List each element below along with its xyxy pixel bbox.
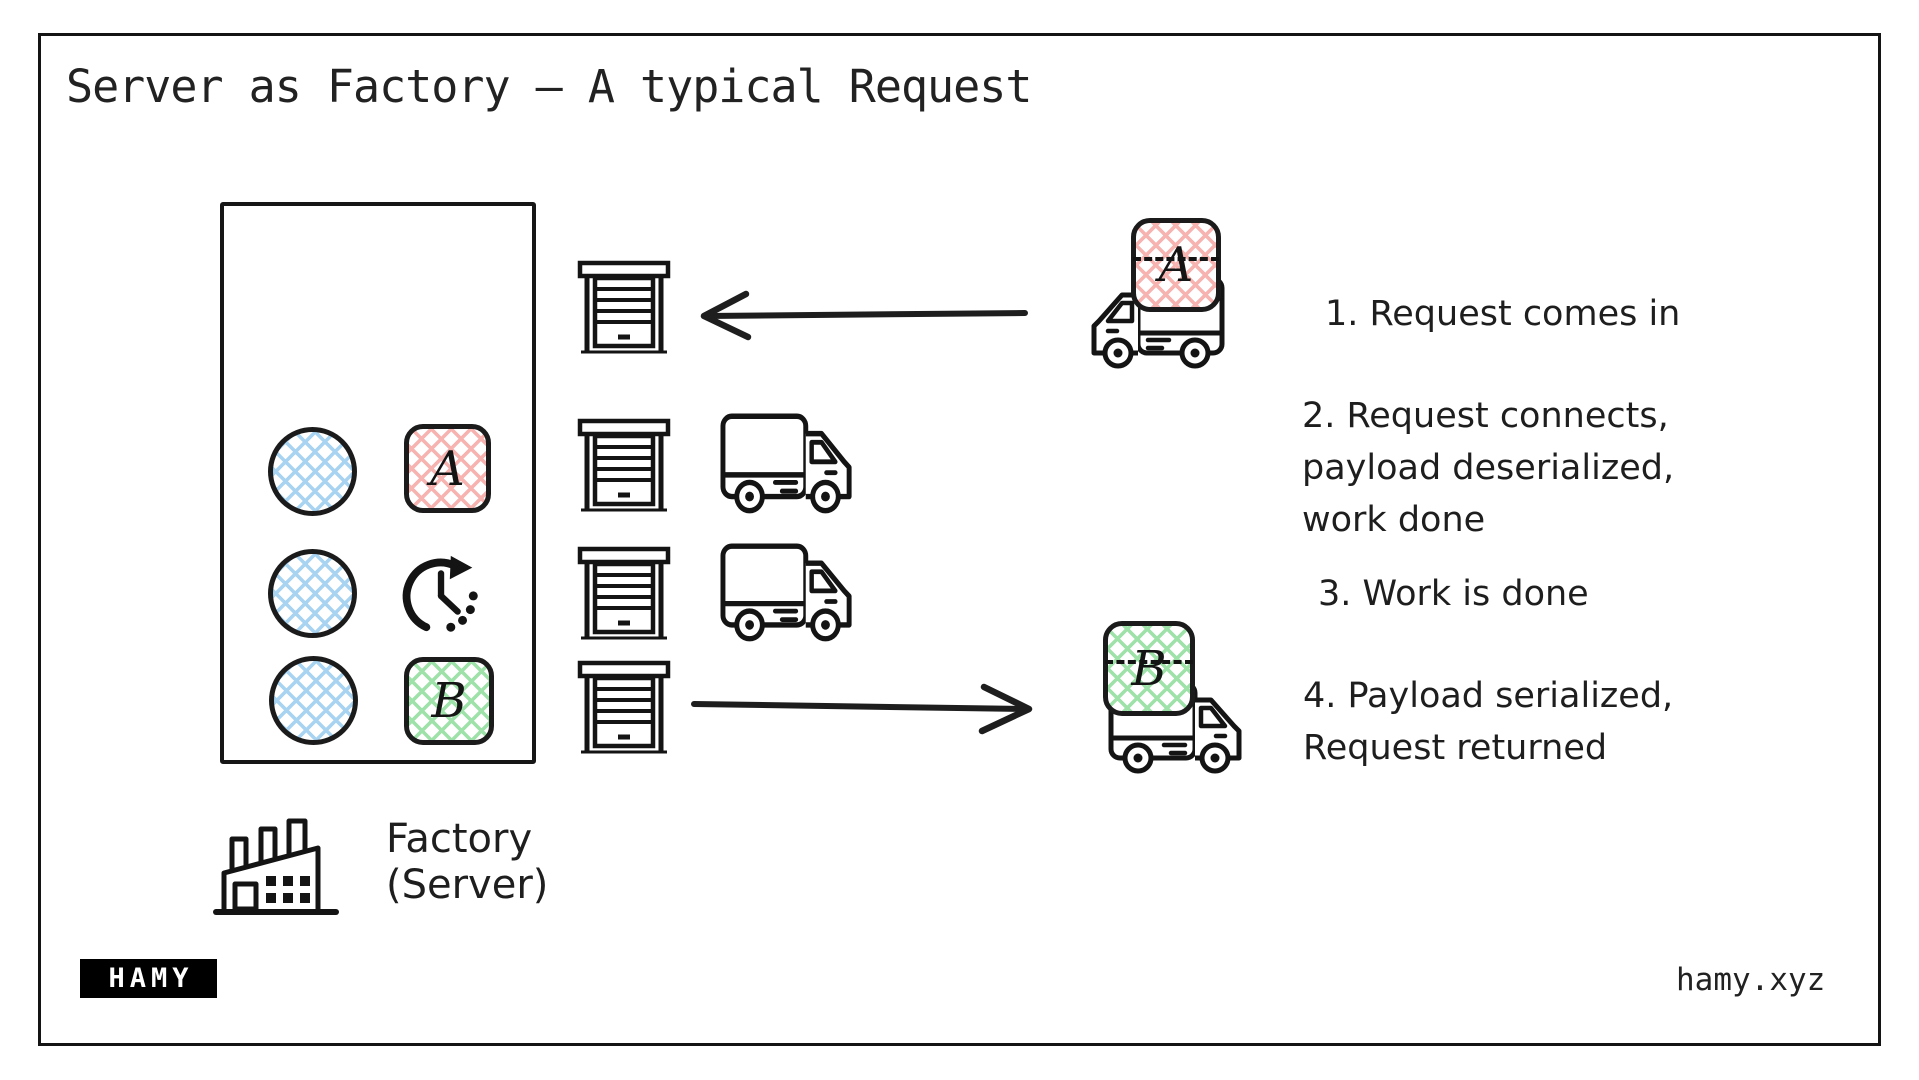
package-b-on-truck: B	[1103, 621, 1195, 716]
step-4-annotation: 4. Payload serialized, Request returned	[1303, 670, 1673, 774]
step-3-annotation: 3. Work is done	[1318, 568, 1589, 620]
dock-door-icon-2	[577, 418, 671, 512]
step-3-line-1: 3. Work is done	[1318, 574, 1589, 614]
hamy-logo-text: HAMY	[108, 963, 194, 994]
step-2-line-2: payload deserialized,	[1302, 448, 1675, 488]
step-1-line-1: 1. Request comes in	[1325, 294, 1681, 334]
page-title: Server as Factory – A typical Request	[66, 60, 1032, 113]
factory-label: Factory (Server)	[386, 816, 548, 908]
package-b-label: B	[431, 673, 467, 729]
step-4-line-1: 4. Payload serialized,	[1303, 676, 1674, 716]
incoming-arrow	[700, 290, 1028, 341]
package-a-in-factory: A	[404, 424, 491, 513]
step-2-line-1: 2. Request connects,	[1302, 396, 1669, 436]
step-2-line-3: work done	[1302, 500, 1486, 540]
truck-bed-dashed-line	[1133, 256, 1219, 261]
dock-door-icon-4	[577, 660, 671, 754]
site-url: hamy.xyz	[1676, 962, 1826, 998]
package-b-in-factory: B	[404, 657, 494, 745]
truck-bed-dashed-line	[1105, 660, 1193, 664]
package-a-truck-label: A	[1158, 237, 1194, 293]
worker-circle-2	[268, 549, 357, 638]
step-1-annotation: 1. Request comes in	[1325, 288, 1680, 340]
truck-icon-dock2	[720, 413, 852, 514]
outgoing-arrow	[691, 683, 1033, 735]
dock-door-icon-3	[577, 546, 671, 640]
processing-clock-icon	[402, 555, 478, 632]
worker-circle-3	[269, 656, 358, 745]
request-truck-a: A	[1083, 210, 1243, 370]
dock-door-icon-1	[577, 260, 671, 354]
hamy-logo: HAMY	[80, 959, 217, 998]
response-truck-b: B	[1098, 615, 1258, 775]
worker-circle-1	[268, 427, 357, 516]
factory-label-line-1: Factory	[386, 816, 533, 862]
package-a-label: A	[430, 440, 465, 497]
factory-icon	[213, 818, 339, 915]
truck-icon-dock3	[720, 543, 852, 642]
step-2-annotation: 2. Request connects, payload deserialize…	[1302, 390, 1674, 546]
package-b-truck-label: B	[1131, 640, 1167, 697]
factory-label-line-2: (Server)	[386, 862, 549, 908]
step-4-line-2: Request returned	[1303, 728, 1608, 768]
package-a-on-truck: A	[1131, 218, 1221, 312]
